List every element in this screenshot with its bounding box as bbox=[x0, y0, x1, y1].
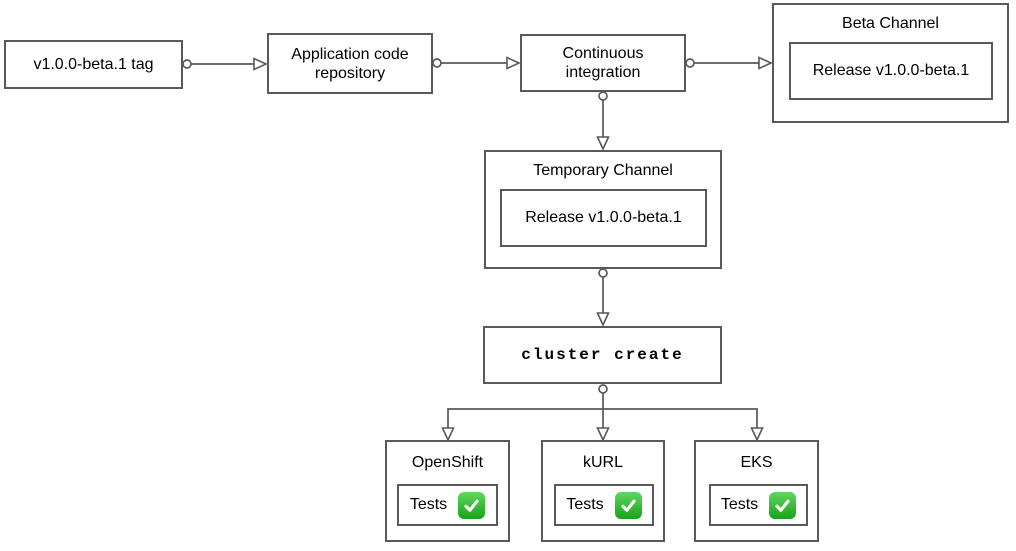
source-port-circle bbox=[685, 58, 695, 68]
node-app-code-repository: Application code repository bbox=[267, 33, 433, 94]
source-port-circle bbox=[182, 59, 192, 69]
source-port-circle bbox=[432, 58, 442, 68]
arrowhead-icon bbox=[441, 427, 455, 442]
beta-channel-release-label: Release v1.0.0-beta.1 bbox=[812, 62, 970, 79]
openshift-title: OpenShift bbox=[411, 454, 484, 471]
eks-tests-label: Tests bbox=[720, 496, 759, 513]
edge-ci-to-beta-channel bbox=[685, 56, 773, 70]
arrowhead-icon bbox=[253, 57, 268, 71]
node-beta-channel: Beta Channel Release v1.0.0-beta.1 bbox=[772, 3, 1009, 123]
node-app-code-repository-label: Application code repository bbox=[291, 45, 409, 82]
openshift-tests-label: Tests bbox=[409, 496, 448, 513]
node-temporary-channel: Temporary Channel Release v1.0.0-beta.1 bbox=[484, 150, 722, 269]
edge-app-repo-to-ci bbox=[432, 56, 521, 70]
green-check-icon bbox=[614, 491, 642, 519]
openshift-tests-box: Tests bbox=[397, 484, 498, 526]
edge-cluster-create-to-clusters bbox=[441, 384, 764, 442]
source-port-circle bbox=[598, 384, 608, 394]
beta-channel-title: Beta Channel bbox=[842, 14, 939, 32]
kurl-tests-box: Tests bbox=[554, 484, 654, 526]
arrowhead-icon bbox=[596, 136, 610, 151]
node-eks: EKS Tests bbox=[694, 440, 819, 542]
eks-title: EKS bbox=[740, 454, 773, 471]
arrowhead-icon bbox=[750, 427, 764, 442]
node-cluster-create-label: cluster create bbox=[521, 345, 684, 364]
kurl-tests-label: Tests bbox=[566, 496, 604, 513]
node-continuous-integration: Continuous integration bbox=[520, 34, 686, 92]
beta-channel-release-box: Release v1.0.0-beta.1 bbox=[789, 42, 993, 100]
node-kurl: kURL Tests bbox=[541, 440, 665, 542]
arrowhead-icon bbox=[596, 427, 610, 442]
node-version-tag: v1.0.0-beta.1 tag bbox=[4, 40, 183, 89]
arrowhead-icon bbox=[596, 312, 610, 327]
temporary-channel-release-label: Release v1.0.0-beta.1 bbox=[525, 209, 682, 226]
kurl-title: kURL bbox=[582, 454, 623, 471]
node-version-tag-label: v1.0.0-beta.1 tag bbox=[33, 56, 154, 73]
green-check-icon bbox=[769, 491, 797, 519]
source-port-circle bbox=[598, 91, 608, 101]
arrowhead-icon bbox=[506, 56, 521, 70]
eks-tests-box: Tests bbox=[709, 484, 808, 526]
arrowhead-icon bbox=[758, 56, 773, 70]
edge-temp-channel-to-cluster-create bbox=[596, 268, 610, 327]
edge-tag-to-app-repo bbox=[182, 57, 268, 71]
node-openshift: OpenShift Tests bbox=[385, 440, 510, 542]
green-check-icon bbox=[458, 491, 486, 519]
source-port-circle bbox=[598, 268, 608, 278]
connector-branch-line bbox=[447, 408, 758, 428]
temporary-channel-release-box: Release v1.0.0-beta.1 bbox=[500, 189, 707, 247]
temporary-channel-title: Temporary Channel bbox=[533, 161, 673, 179]
node-continuous-integration-label: Continuous integration bbox=[562, 45, 644, 81]
edge-ci-to-temp-channel bbox=[596, 91, 610, 151]
node-cluster-create: cluster create bbox=[483, 326, 722, 384]
